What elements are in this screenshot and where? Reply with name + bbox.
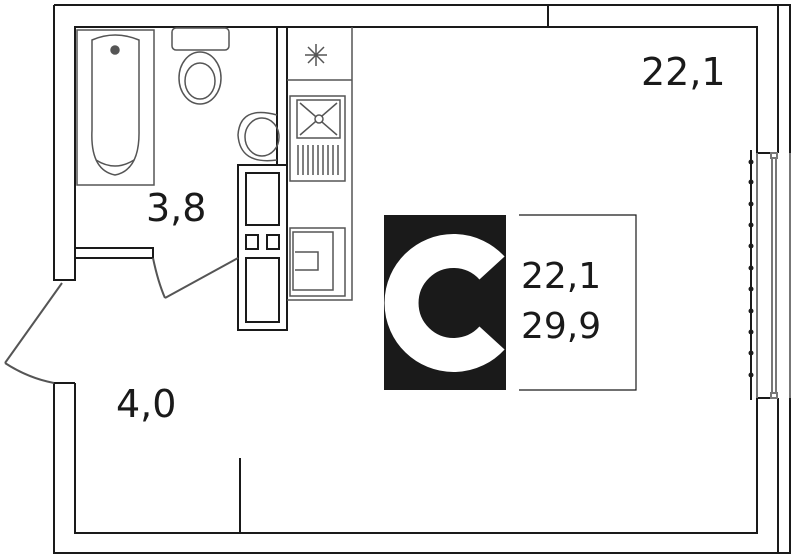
living-room-area: 22,1 — [641, 50, 726, 94]
bathroom-walls — [75, 27, 288, 331]
window — [756, 152, 791, 399]
curtain-dots — [748, 159, 754, 378]
kitchen-unit — [287, 27, 353, 301]
area-summary-frame — [519, 214, 637, 391]
washbasin — [237, 111, 280, 162]
bathroom-door — [152, 257, 239, 299]
living-area-value: 22,1 — [521, 256, 602, 297]
bathtub — [76, 29, 155, 186]
total-area-value: 29,9 — [521, 306, 602, 347]
entrance-door — [4, 282, 63, 384]
toilet — [171, 27, 230, 105]
outer-walls — [53, 4, 791, 554]
ventilation-icon — [305, 44, 327, 66]
bathroom-area: 3,8 — [146, 186, 207, 230]
brand-logo — [384, 215, 506, 390]
hallway-area: 4,0 — [116, 382, 177, 426]
